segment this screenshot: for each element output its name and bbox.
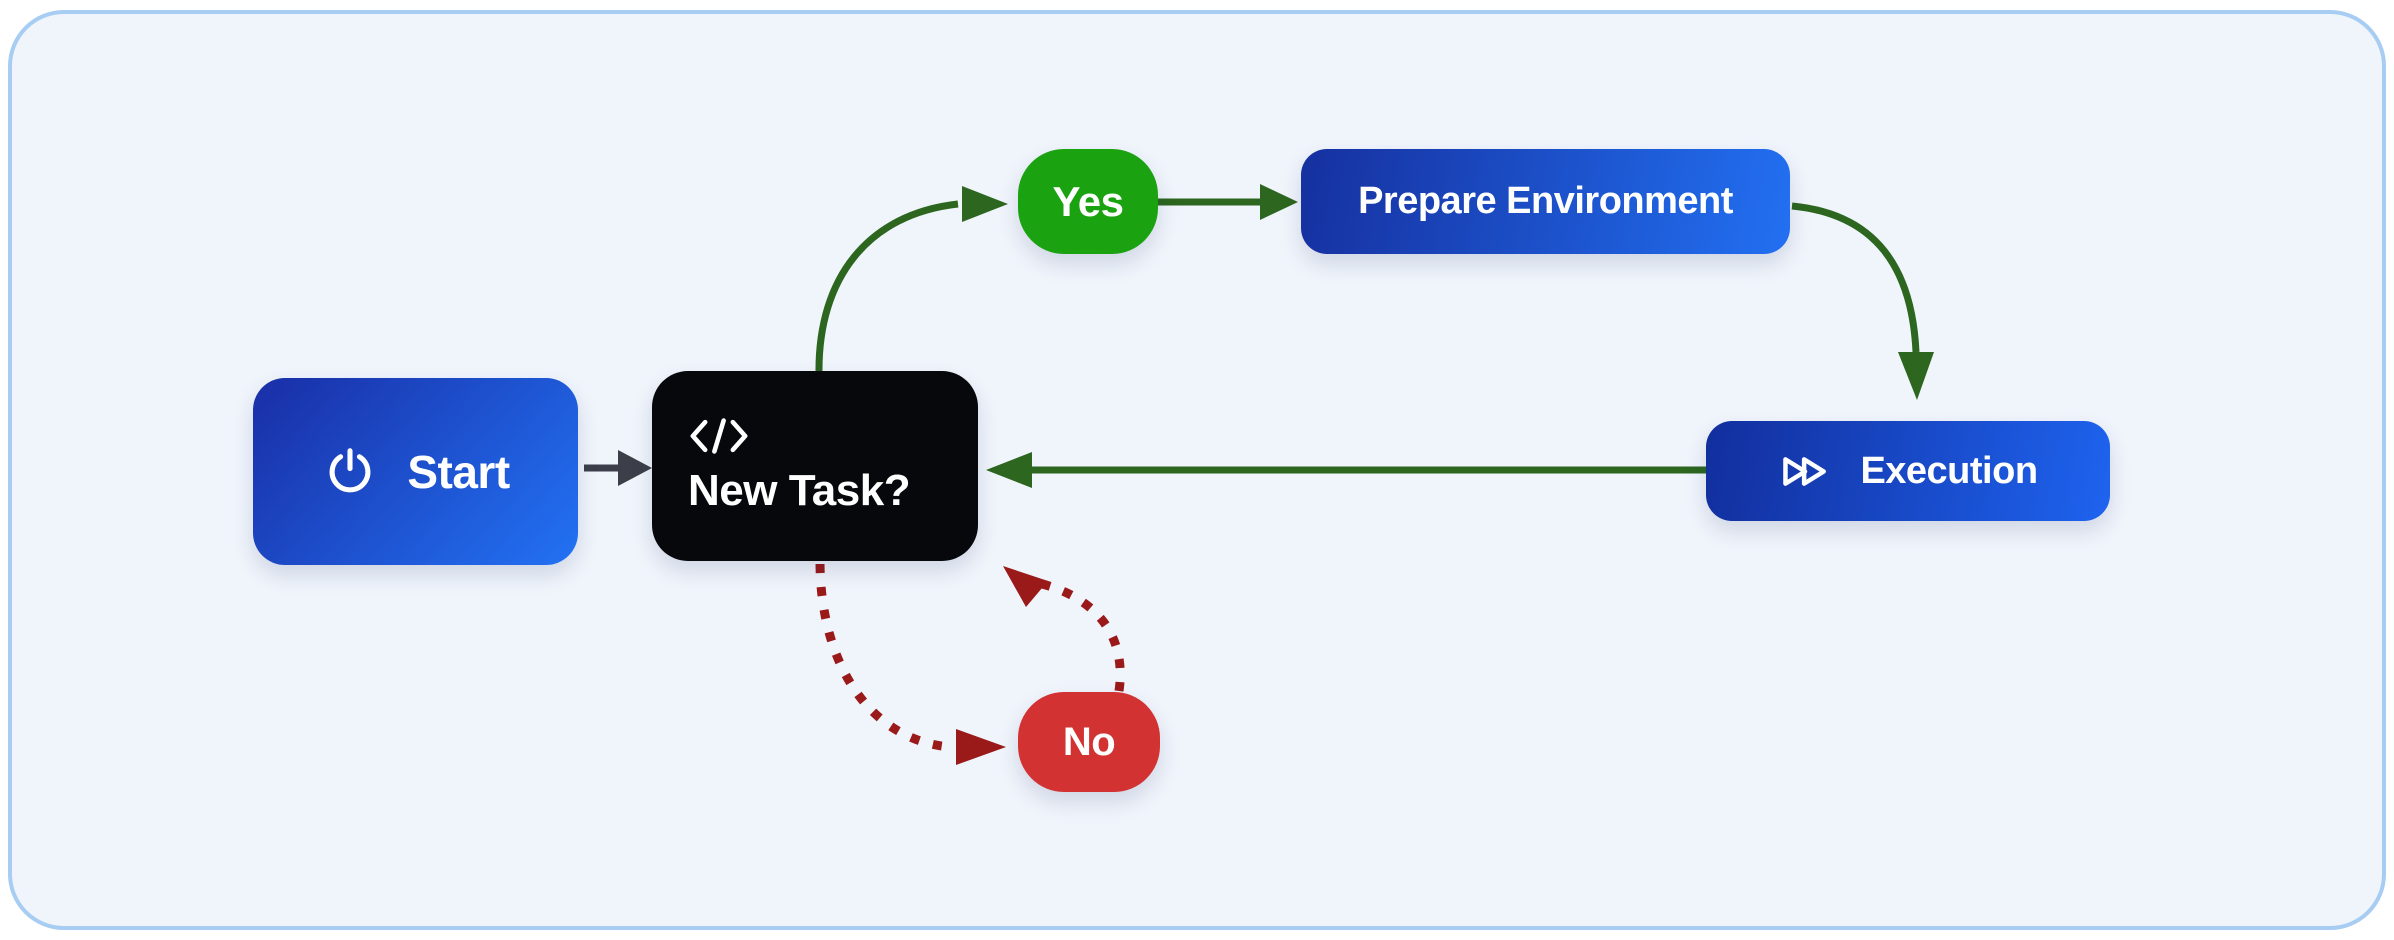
start-label: Start	[407, 445, 510, 498]
execution-label: Execution	[1860, 449, 2038, 492]
fast-forward-icon	[1778, 449, 1834, 494]
power-icon	[321, 443, 379, 501]
new-task-label: New Task?	[688, 466, 911, 515]
code-icon	[688, 416, 750, 456]
prepare-environment-label: Prepare Environment	[1358, 180, 1733, 222]
yes-label: Yes	[1052, 177, 1124, 225]
prepare-environment-node[interactable]: Prepare Environment	[1301, 149, 1790, 254]
no-node[interactable]: No	[1018, 692, 1160, 792]
no-label: No	[1062, 719, 1116, 764]
yes-node[interactable]: Yes	[1018, 149, 1158, 254]
new-task-node[interactable]: New Task?	[652, 371, 978, 561]
execution-node[interactable]: Execution	[1706, 421, 2110, 521]
start-node[interactable]: Start	[253, 378, 578, 565]
